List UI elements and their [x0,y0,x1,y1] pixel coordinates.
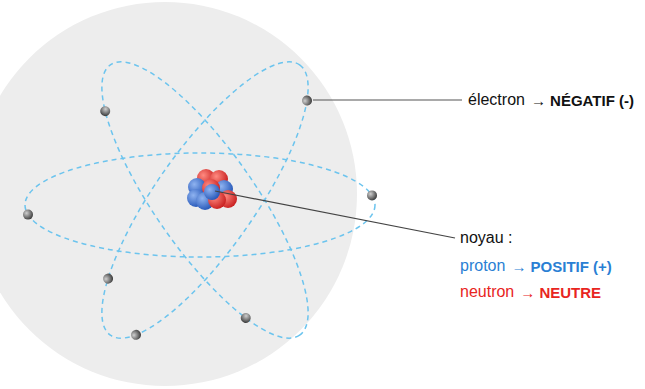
electron-dot [98,104,112,118]
electron-dot [129,328,143,342]
electron-dot [23,210,33,220]
leader-line [313,99,462,100]
nucleus [187,169,237,210]
part-name: noyau : [460,228,512,248]
orbit [69,36,340,364]
charge-label: → POSITIF (+) [511,257,611,277]
charge-label: → NEUTRE [520,283,601,303]
electron-dot [101,272,115,286]
orbit [69,36,340,364]
electron-dot [239,311,253,325]
atom-background [0,2,357,386]
electron-dot [367,190,377,200]
charge-label: → NÉGATIF (-) [531,91,634,111]
orbit [23,153,377,257]
part-name: proton [460,256,505,276]
part-name: neutron [460,282,514,302]
electron-dot [300,94,314,108]
part-name: électron [468,90,525,110]
leader-line [215,191,455,238]
